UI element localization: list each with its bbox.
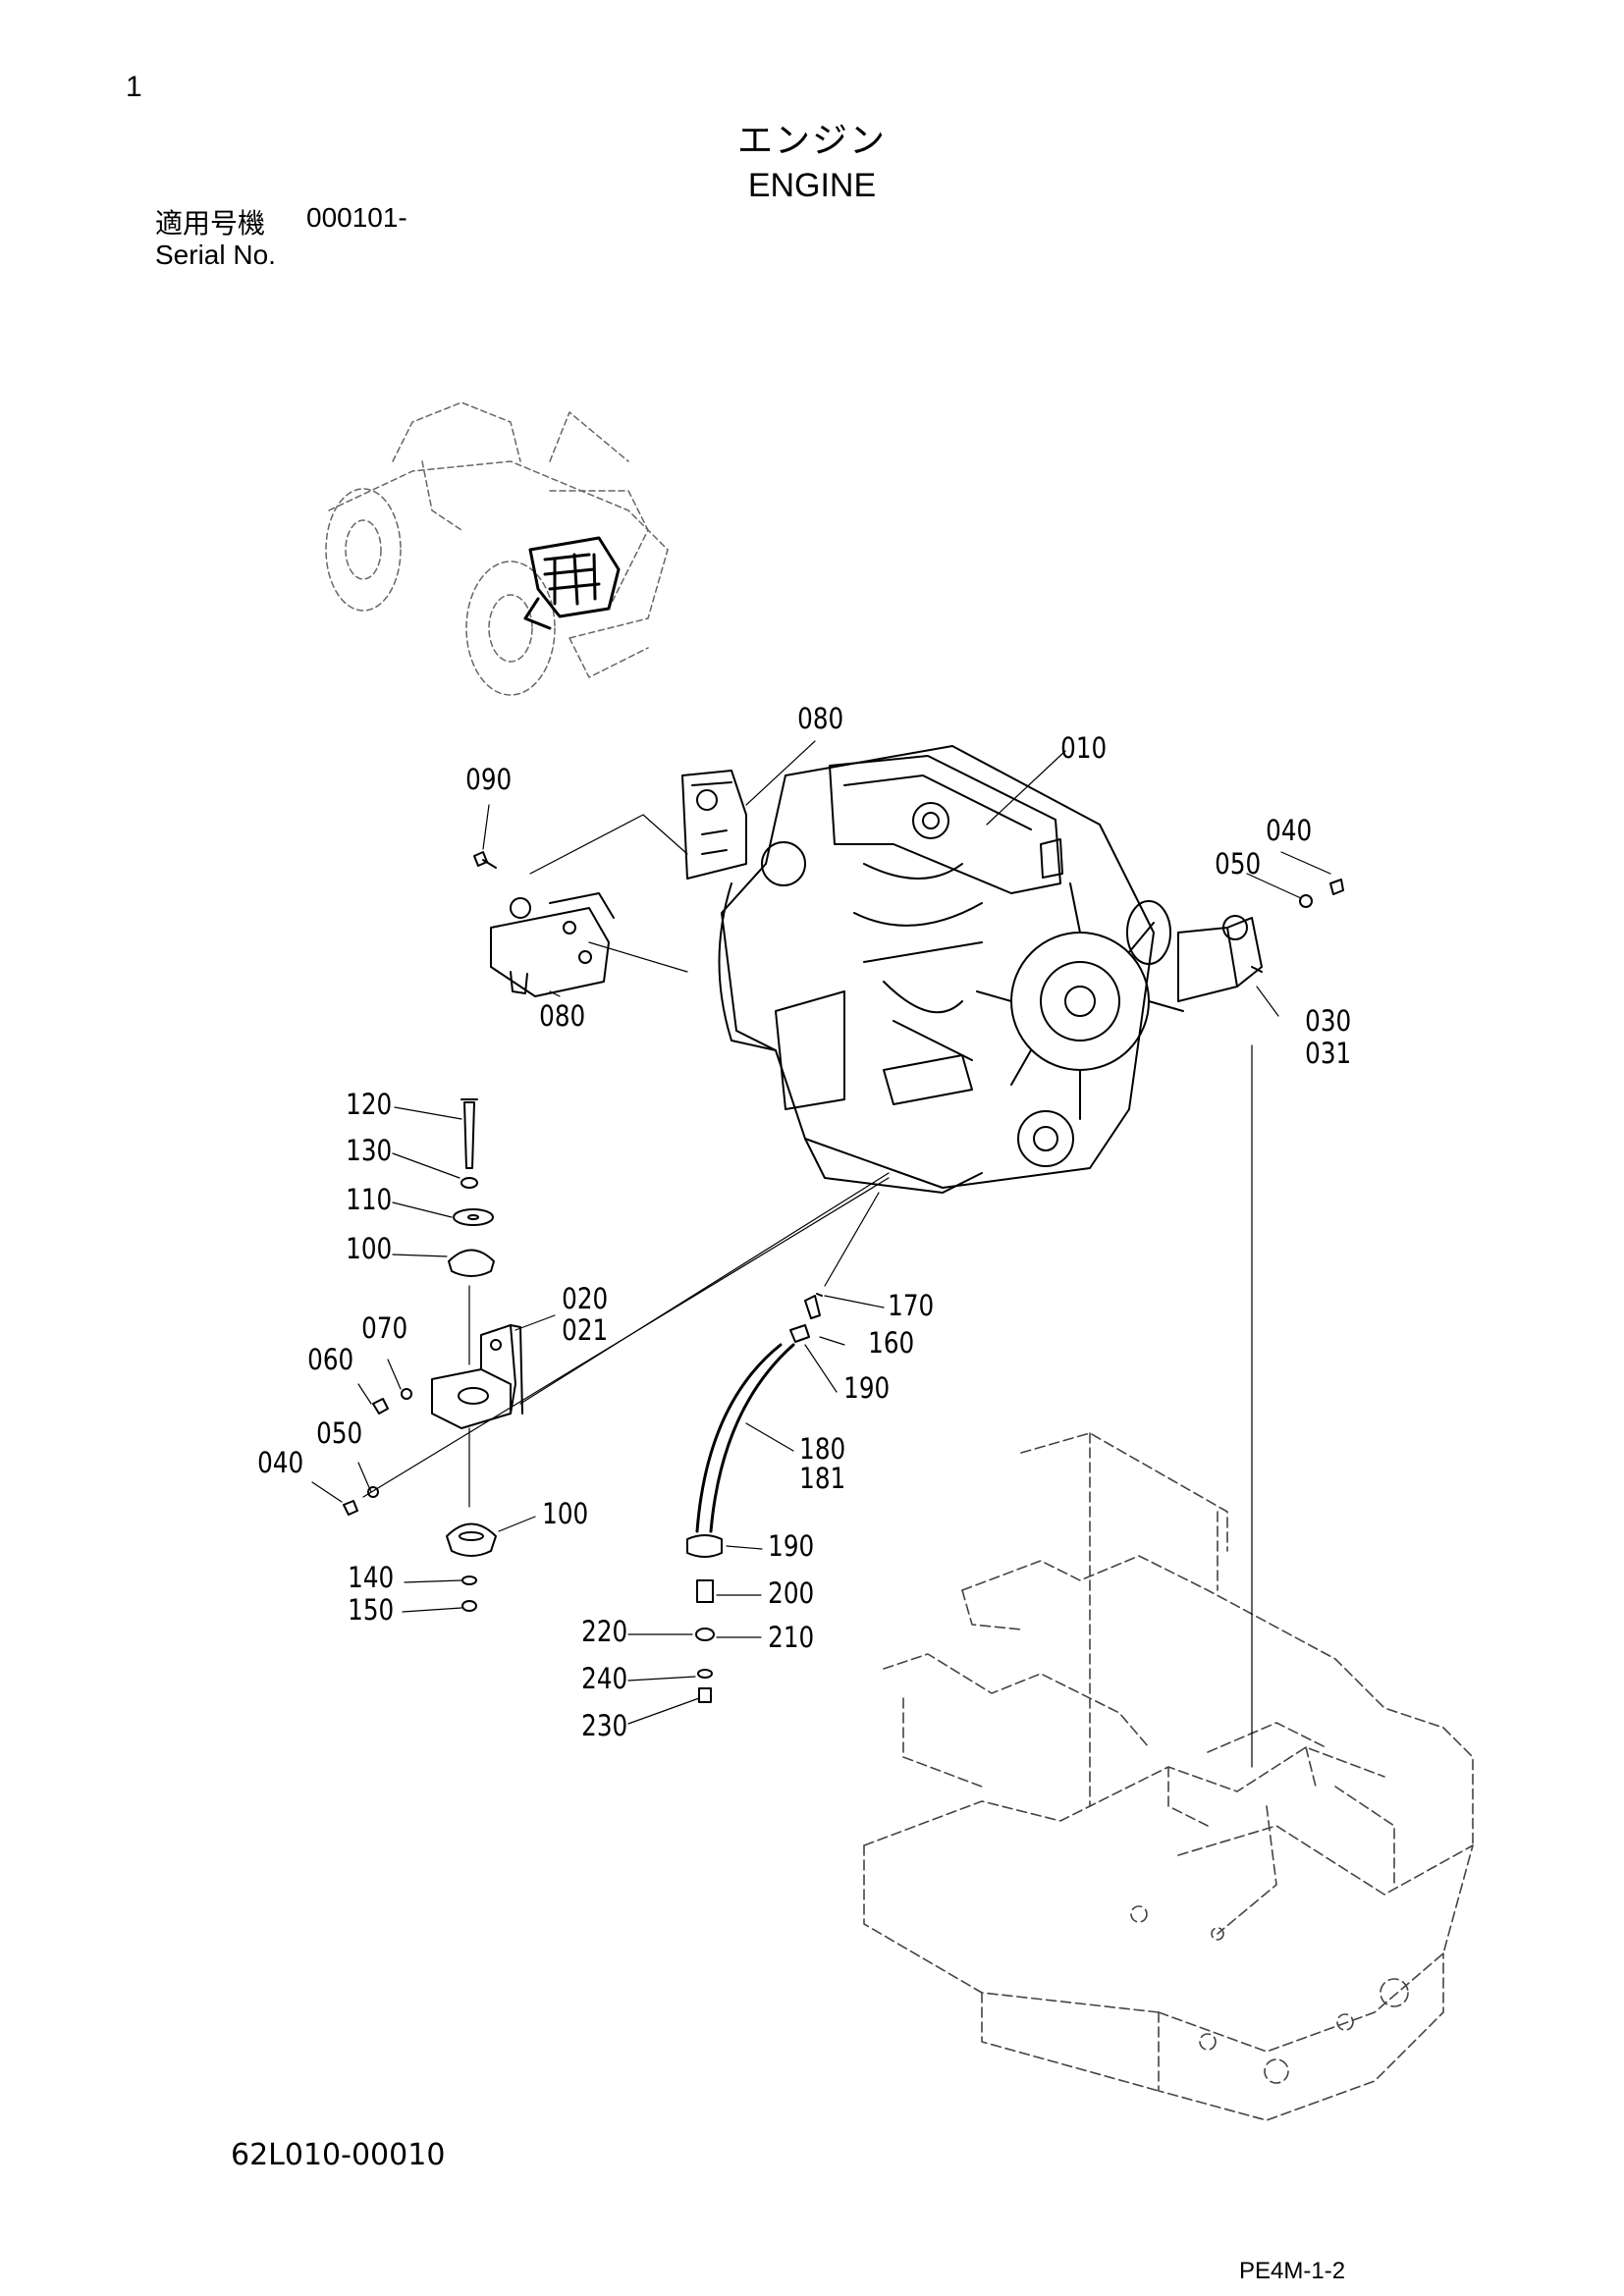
serial-label-japanese: 適用号機 [155,207,266,240]
label-leaders [311,740,1331,1725]
bolt-washer-040-050-right [1299,879,1344,908]
title-english: ENGINE [747,167,877,204]
drawing-code: 62L010-00010 [231,2138,446,2172]
label-170: 170 [888,1290,934,1322]
overview-engine-highlight [523,536,621,630]
page-number: 1 [126,71,142,103]
label-050-left: 050 [316,1417,362,1450]
left-engine-bracket [681,770,747,880]
label-150: 150 [348,1594,394,1627]
label-230: 230 [581,1710,627,1742]
mount-stack-left [343,1098,523,1612]
label-220: 220 [581,1616,627,1648]
label-130: 130 [346,1135,392,1167]
label-080-bottom: 080 [539,1000,585,1033]
label-100-top: 100 [346,1233,392,1265]
label-200: 200 [768,1577,814,1610]
label-021: 021 [562,1314,608,1347]
label-120: 120 [346,1089,392,1121]
engine-assembly [718,745,1184,1194]
label-060: 060 [307,1344,353,1376]
label-190-top: 190 [843,1372,890,1405]
right-engine-bracket [1177,915,1263,1002]
serial-number-value: 000101- [306,202,407,233]
serial-label-english: Serial No. [155,240,276,270]
left-mount-assembly [490,892,615,997]
label-140: 140 [348,1562,394,1594]
label-070: 070 [361,1312,407,1345]
machine-overview-image [325,401,669,696]
label-030: 030 [1305,1005,1351,1038]
label-100-bottom: 100 [542,1498,588,1530]
label-031: 031 [1305,1038,1351,1070]
chassis-frame [863,1432,1474,2121]
label-020: 020 [562,1283,608,1315]
phantom-lines [362,814,1253,1768]
label-180: 180 [799,1433,845,1466]
label-160: 160 [868,1327,914,1360]
label-190-bottom: 190 [768,1530,814,1563]
title-japanese: エンジン [736,121,887,161]
label-240: 240 [581,1663,627,1695]
label-181: 181 [799,1463,845,1495]
label-050-right: 050 [1215,848,1261,881]
label-110: 110 [346,1184,392,1216]
label-040-right: 040 [1266,815,1312,847]
label-090: 090 [465,764,512,796]
label-080-top: 080 [797,703,843,735]
label-040-left: 040 [257,1447,303,1479]
part-number-labels: 080 010 090 080 040 050 030 031 120 130 … [257,703,1351,1742]
label-210: 210 [768,1622,814,1654]
label-010: 010 [1060,732,1107,765]
page-code: PE4M-1-2 [1239,2258,1346,2284]
bolt-090 [473,851,497,869]
oil-drain-hose-assembly [686,1293,823,1703]
